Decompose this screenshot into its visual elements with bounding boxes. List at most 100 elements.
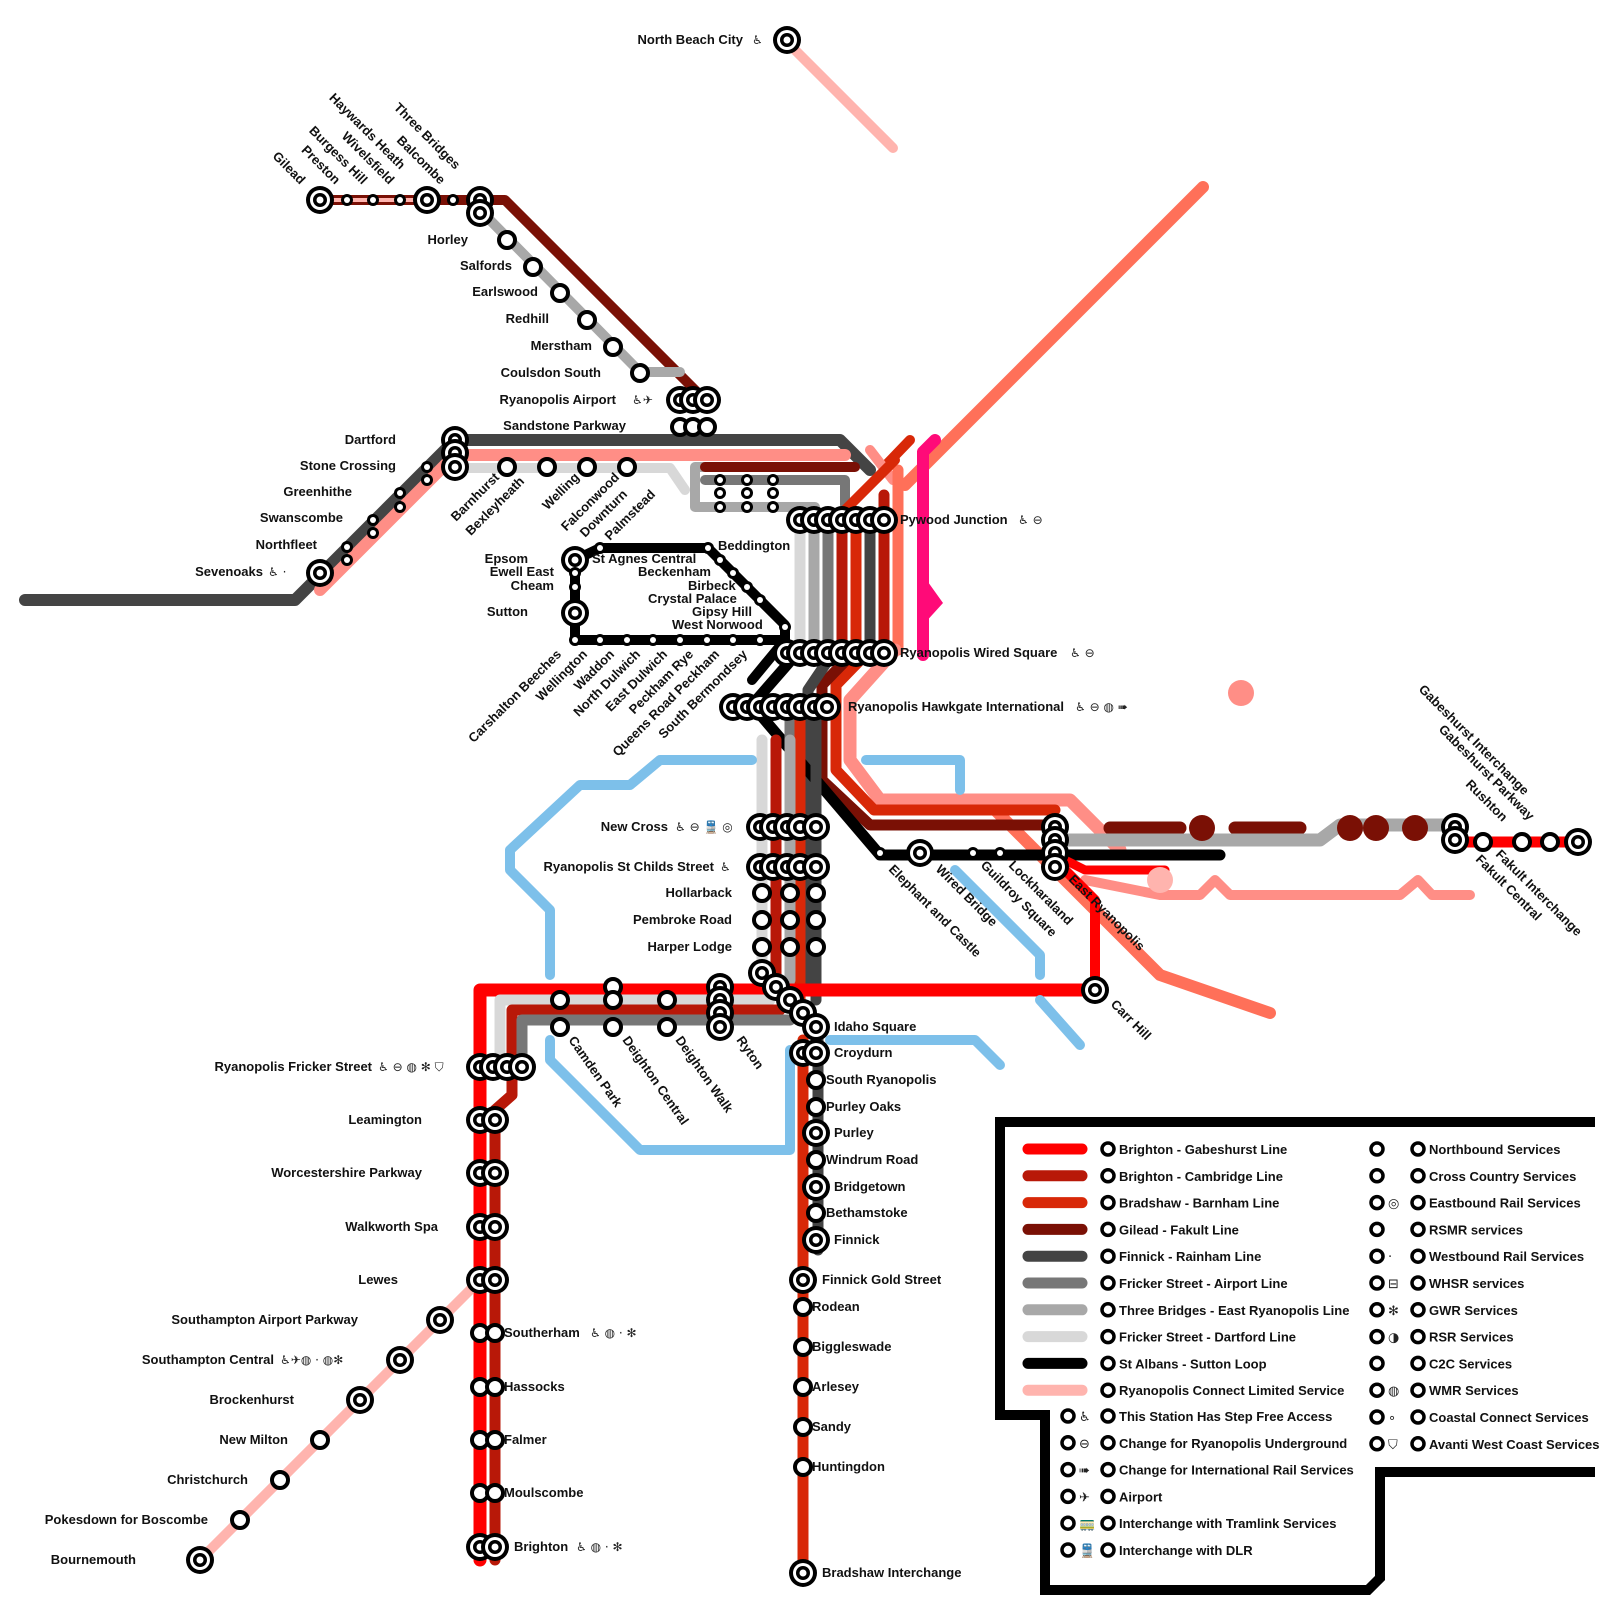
station-st-agnes-central[interactable]: St Agnes Central — [592, 551, 696, 566]
station-falmer[interactable]: Falmer — [504, 1432, 547, 1447]
station-redhill[interactable]: Redhill — [506, 311, 549, 326]
station-ewell-east[interactable]: Ewell East — [490, 564, 555, 579]
station-southerham[interactable]: Southerham — [504, 1325, 580, 1340]
station-southampton-airport-parkway[interactable]: Southampton Airport Parkway — [171, 1312, 358, 1327]
station-ryanopolis-airport[interactable]: Ryanopolis Airport — [499, 392, 616, 407]
legend-station-ring — [1100, 1194, 1116, 1211]
station-sandstone-parkway[interactable]: Sandstone Parkway — [503, 418, 627, 433]
station-northfleet[interactable]: Northfleet — [256, 537, 318, 552]
station-finnick-gold-street[interactable]: Finnick Gold Street — [822, 1272, 942, 1287]
station-west-norwood[interactable]: West Norwood — [672, 617, 763, 632]
station-brighton[interactable]: Brighton — [514, 1539, 568, 1554]
legend-station-ring — [1369, 1328, 1385, 1345]
station-purley-oaks[interactable]: Purley Oaks — [826, 1099, 901, 1114]
station-sandy[interactable]: Sandy — [812, 1419, 852, 1434]
station-southampton-central[interactable]: Southampton Central — [142, 1352, 274, 1367]
connect-limited-east — [1080, 875, 1475, 900]
legend-station-ring — [1369, 1168, 1385, 1184]
station-lewes[interactable]: Lewes — [358, 1272, 398, 1287]
station-pembroke-road[interactable]: Pembroke Road — [633, 912, 732, 927]
station-dartford[interactable]: Dartford — [345, 432, 396, 447]
legend-line-label: Fricker Street - Dartford Line — [1119, 1330, 1296, 1345]
legend-station-ring — [1369, 1302, 1385, 1318]
station-walkworth-spa[interactable]: Walkworth Spa — [345, 1219, 438, 1234]
station-north-beach-city[interactable]: North Beach City — [638, 32, 744, 47]
station-ryanopolis-wired-square[interactable]: Ryanopolis Wired Square — [900, 645, 1057, 660]
legend-symbol-label: This Station Has Step Free Access — [1119, 1409, 1332, 1424]
station-hollarback[interactable]: Hollarback — [666, 885, 733, 900]
station-horley[interactable]: Horley — [428, 232, 469, 247]
station-ryton[interactable]: Ryton — [734, 1033, 767, 1072]
station-salfords[interactable]: Salfords — [460, 258, 512, 273]
station-swanscombe[interactable]: Swanscombe — [260, 510, 343, 525]
station-coulsdon-south[interactable]: Coulsdon South — [501, 365, 601, 380]
shield-icon: ♿ ⊖ ◍ ✻ ⛉ — [378, 1060, 444, 1074]
station-huntingdon[interactable]: Huntingdon — [812, 1459, 885, 1474]
red-stub-2 — [865, 445, 898, 485]
legend-station-ring — [1369, 1194, 1385, 1211]
legend-station-ring — [1410, 1382, 1426, 1398]
legend-symbol-label: Interchange with Tramlink Services — [1119, 1516, 1336, 1531]
station-fricker-street[interactable]: Ryanopolis Fricker Street — [215, 1059, 373, 1074]
station-bridgetown[interactable]: Bridgetown — [834, 1179, 906, 1194]
station-new-cross[interactable]: New Cross — [601, 819, 668, 834]
legend-station-ring — [1410, 1168, 1426, 1184]
station-stone-crossing[interactable]: Stone Crossing — [300, 458, 396, 473]
legend-line-label: Three Bridges - East Ryanopolis Line — [1119, 1303, 1349, 1318]
station-christchurch[interactable]: Christchurch — [167, 1472, 248, 1487]
station-sevenoaks[interactable]: Sevenoaks — [195, 564, 263, 579]
station-hassocks[interactable]: Hassocks — [504, 1379, 565, 1394]
station-idaho-square[interactable]: Idaho Square — [834, 1019, 916, 1034]
station-croydurn[interactable]: Croydurn — [834, 1045, 893, 1060]
station-biggleswade[interactable]: Biggleswade — [812, 1339, 891, 1354]
station-st-childs[interactable]: Ryanopolis St Childs Street — [544, 859, 715, 874]
station-gipsy-hill[interactable]: Gipsy Hill — [692, 604, 752, 619]
legend-line-label: Fricker Street - Airport Line — [1119, 1276, 1288, 1291]
station-birbeck[interactable]: Birbeck — [688, 578, 736, 593]
station-leamington[interactable]: Leamington — [348, 1112, 422, 1127]
station-bradshaw-interchange[interactable]: Bradshaw Interchange — [822, 1565, 961, 1580]
station-pywood-junction[interactable]: Pywood Junction — [900, 512, 1008, 527]
station-windrum-road[interactable]: Windrum Road — [826, 1152, 918, 1167]
connect-limited-north-spur — [780, 35, 898, 153]
station-worcestershire-parkway[interactable]: Worcestershire Parkway — [271, 1165, 423, 1180]
legend-symbol-label: Interchange with DLR — [1119, 1543, 1253, 1558]
station-purley[interactable]: Purley — [834, 1125, 875, 1140]
station-new-milton[interactable]: New Milton — [219, 1432, 288, 1447]
station-crystal-palace[interactable]: Crystal Palace — [648, 591, 737, 606]
dlr-icon: ♿ ⊖ 🚆 ◎ — [675, 820, 733, 834]
legend-station-ring — [1100, 1461, 1116, 1478]
station-sutton[interactable]: Sutton — [487, 604, 528, 619]
legend-station-ring — [1100, 1382, 1116, 1398]
underground-icon: ⊖ — [1079, 1437, 1090, 1452]
station-cheam[interactable]: Cheam — [511, 578, 554, 593]
station-elephant-and-castle[interactable]: Elephant and Castle — [886, 862, 984, 960]
station-merstham[interactable]: Merstham — [531, 338, 592, 353]
dot-icon: · — [1388, 1250, 1392, 1265]
darkred-blob-1 — [1189, 815, 1215, 841]
station-earlswood[interactable]: Earlswood — [472, 284, 538, 299]
station-carr-hill[interactable]: Carr Hill — [1108, 997, 1154, 1043]
snowflake-icon: ✻ — [1388, 1304, 1399, 1319]
station-beckenham[interactable]: Beckenham — [638, 564, 711, 579]
station-finnick[interactable]: Finnick — [834, 1232, 880, 1247]
station-rodean[interactable]: Rodean — [812, 1299, 860, 1314]
snowflake-icon: ♿ ◍ · ✻ — [590, 1326, 637, 1340]
station-moulscombe[interactable]: Moulscombe — [504, 1485, 583, 1500]
station-south-ryanopolis[interactable]: South Ryanopolis — [826, 1072, 937, 1087]
station-brockenhurst[interactable]: Brockenhurst — [209, 1392, 294, 1407]
station-pokesdown[interactable]: Pokesdown for Boscombe — [45, 1512, 208, 1527]
brighton-gabeshurst-carr — [1050, 855, 1100, 995]
station-harper-lodge[interactable]: Harper Lodge — [647, 939, 732, 954]
eurostar-icon: ➠ — [1079, 1464, 1090, 1479]
station-arlesey[interactable]: Arlesey — [812, 1379, 860, 1394]
plane-icon: ♿✈ — [632, 393, 653, 407]
station-hawkgate[interactable]: Ryanopolis Hawkgate International — [848, 699, 1064, 714]
station-bethamstoke[interactable]: Bethamstoke — [826, 1205, 908, 1220]
station-greenhithe[interactable]: Greenhithe — [283, 484, 352, 499]
station-beddington[interactable]: Beddington — [718, 538, 790, 553]
station-bournemouth[interactable]: Bournemouth — [51, 1552, 136, 1567]
station-epsom[interactable]: Epsom — [485, 551, 528, 566]
